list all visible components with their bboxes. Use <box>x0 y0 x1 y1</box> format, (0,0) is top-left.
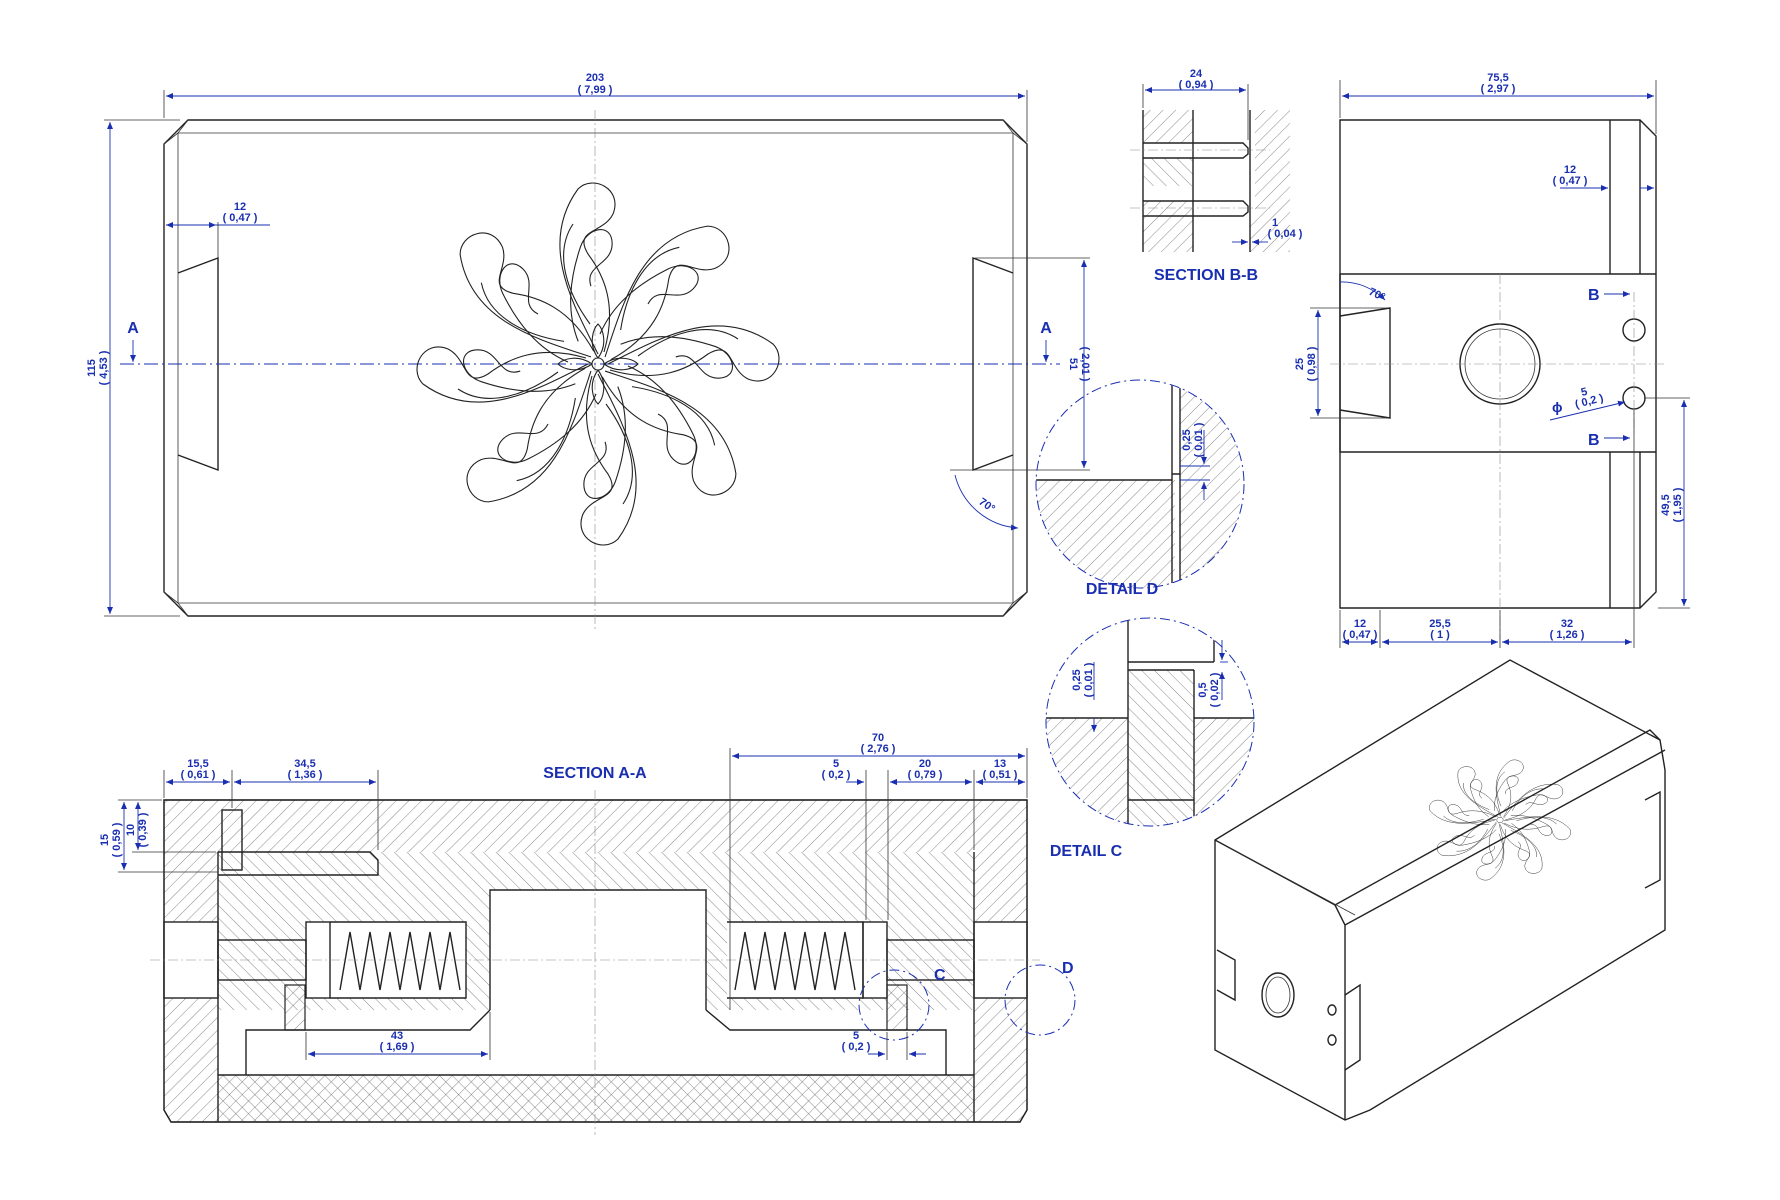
aa-d7: 43 <box>391 1030 403 1042</box>
side-angle: 70° <box>1367 286 1387 304</box>
side-slot-in: ( 0,98 ) <box>1306 346 1318 381</box>
side-view: 75,5 ( 2,97 ) 12 ( 0,47 ) 70° 25 ( 0,98 … <box>1294 72 1690 648</box>
aa-d1-in: ( 0,61 ) <box>181 769 216 781</box>
dim-wall-in: ( 0,47 ) <box>223 212 258 224</box>
side-b2: 25,5 <box>1429 618 1450 630</box>
aa-d6: 13 <box>994 758 1006 770</box>
section-aa-title: SECTION A-A <box>543 765 647 782</box>
section-mark-b-top: B <box>1588 287 1600 304</box>
aa-d4: 5 <box>833 758 839 770</box>
side-width-in: ( 2,97 ) <box>1481 83 1516 95</box>
section-bb: 24 ( 0,94 ) 1 ( 0,04 ) SECTION B-B <box>1130 68 1303 284</box>
floral-ornament <box>398 164 798 564</box>
detail-c-gap-a-in: ( 0,01 ) <box>1083 662 1095 697</box>
dim-slot: 51 <box>1067 358 1079 370</box>
aa-v1-in: ( 0,59 ) <box>111 822 123 857</box>
aa-d3-in: ( 2,76 ) <box>861 743 896 755</box>
bb-gap-in: ( 0,04 ) <box>1268 228 1303 240</box>
dim-angle: 70° <box>976 496 997 515</box>
detail-d: 0,25 ( 0,01 ) DETAIL D <box>1035 379 1245 598</box>
bb-gap: 1 <box>1272 217 1278 229</box>
detail-c-gap-b-in: ( 0,02 ) <box>1209 672 1221 707</box>
section-aa: SECTION A-A <box>99 732 1076 1135</box>
detail-c-title: DETAIL C <box>1050 843 1123 860</box>
aa-d5-in: ( 0,79 ) <box>908 769 943 781</box>
diameter-symbol: ϕ <box>1552 399 1563 415</box>
side-b1-in: ( 0,47 ) <box>1343 629 1378 641</box>
side-b2-in: ( 1 ) <box>1430 629 1450 641</box>
aa-d2: 34,5 <box>294 758 315 770</box>
side-width: 75,5 <box>1487 72 1508 84</box>
side-height: 49,5 <box>1660 494 1672 515</box>
side-hole: 5 <box>1580 386 1589 399</box>
dim-slot-in: ( 2,01 ) <box>1079 347 1091 382</box>
dim-wall: 12 <box>234 201 246 213</box>
detail-c-gap-b: 0,5 <box>1197 682 1209 697</box>
section-mark-left: A <box>127 320 139 337</box>
aa-d1: 15,5 <box>187 758 208 770</box>
side-wall-in: ( 0,47 ) <box>1553 175 1588 187</box>
section-mark-right: A <box>1040 320 1052 337</box>
aa-d8: 5 <box>853 1030 859 1042</box>
dim-width-in: ( 7,99 ) <box>578 84 613 96</box>
aa-d8-in: ( 0,2 ) <box>842 1041 871 1053</box>
detail-d-gap: 0,25 <box>1181 429 1193 450</box>
top-view: 203 ( 7,99 ) 115 ( 4,53 ) 12 ( 0,47 ) 51… <box>86 72 1091 630</box>
side-height-in: ( 1,95 ) <box>1672 487 1684 522</box>
detail-c: 0,25 ( 0,01 ) 0,5 ( 0,02 ) DETAIL C <box>1045 617 1255 860</box>
dim-height: 115 <box>86 359 98 377</box>
detail-d-mark: D <box>1062 960 1074 977</box>
aa-d7-in: ( 1,69 ) <box>380 1041 415 1053</box>
isometric-view <box>1214 659 1666 1121</box>
aa-d6-in: ( 0,51 ) <box>983 769 1018 781</box>
detail-c-gap-a: 0,25 <box>1071 669 1083 690</box>
side-b1: 12 <box>1354 618 1366 630</box>
section-bb-title: SECTION B-B <box>1154 267 1258 284</box>
aa-d4-in: ( 0,2 ) <box>822 769 851 781</box>
side-b3-in: ( 1,26 ) <box>1550 629 1585 641</box>
side-b3: 32 <box>1561 618 1573 630</box>
aa-d3: 70 <box>872 732 884 744</box>
bb-width-in: ( 0,94 ) <box>1179 79 1214 91</box>
dim-height-in: ( 4,53 ) <box>98 350 110 385</box>
detail-c-mark: C <box>934 967 946 984</box>
aa-d5: 20 <box>919 758 931 770</box>
detail-d-title: DETAIL D <box>1086 581 1158 598</box>
detail-d-gap-in: ( 0,01 ) <box>1193 422 1205 457</box>
side-slot: 25 <box>1294 358 1306 370</box>
aa-v1: 15 <box>99 834 111 846</box>
bb-width: 24 <box>1190 68 1203 80</box>
dim-width: 203 <box>586 72 604 84</box>
side-wall: 12 <box>1564 164 1576 176</box>
aa-d2-in: ( 1,36 ) <box>288 769 323 781</box>
aa-v2-in: ( 0,39 ) <box>137 812 149 847</box>
section-mark-b-bottom: B <box>1588 432 1600 449</box>
aa-v2: 10 <box>125 824 137 836</box>
